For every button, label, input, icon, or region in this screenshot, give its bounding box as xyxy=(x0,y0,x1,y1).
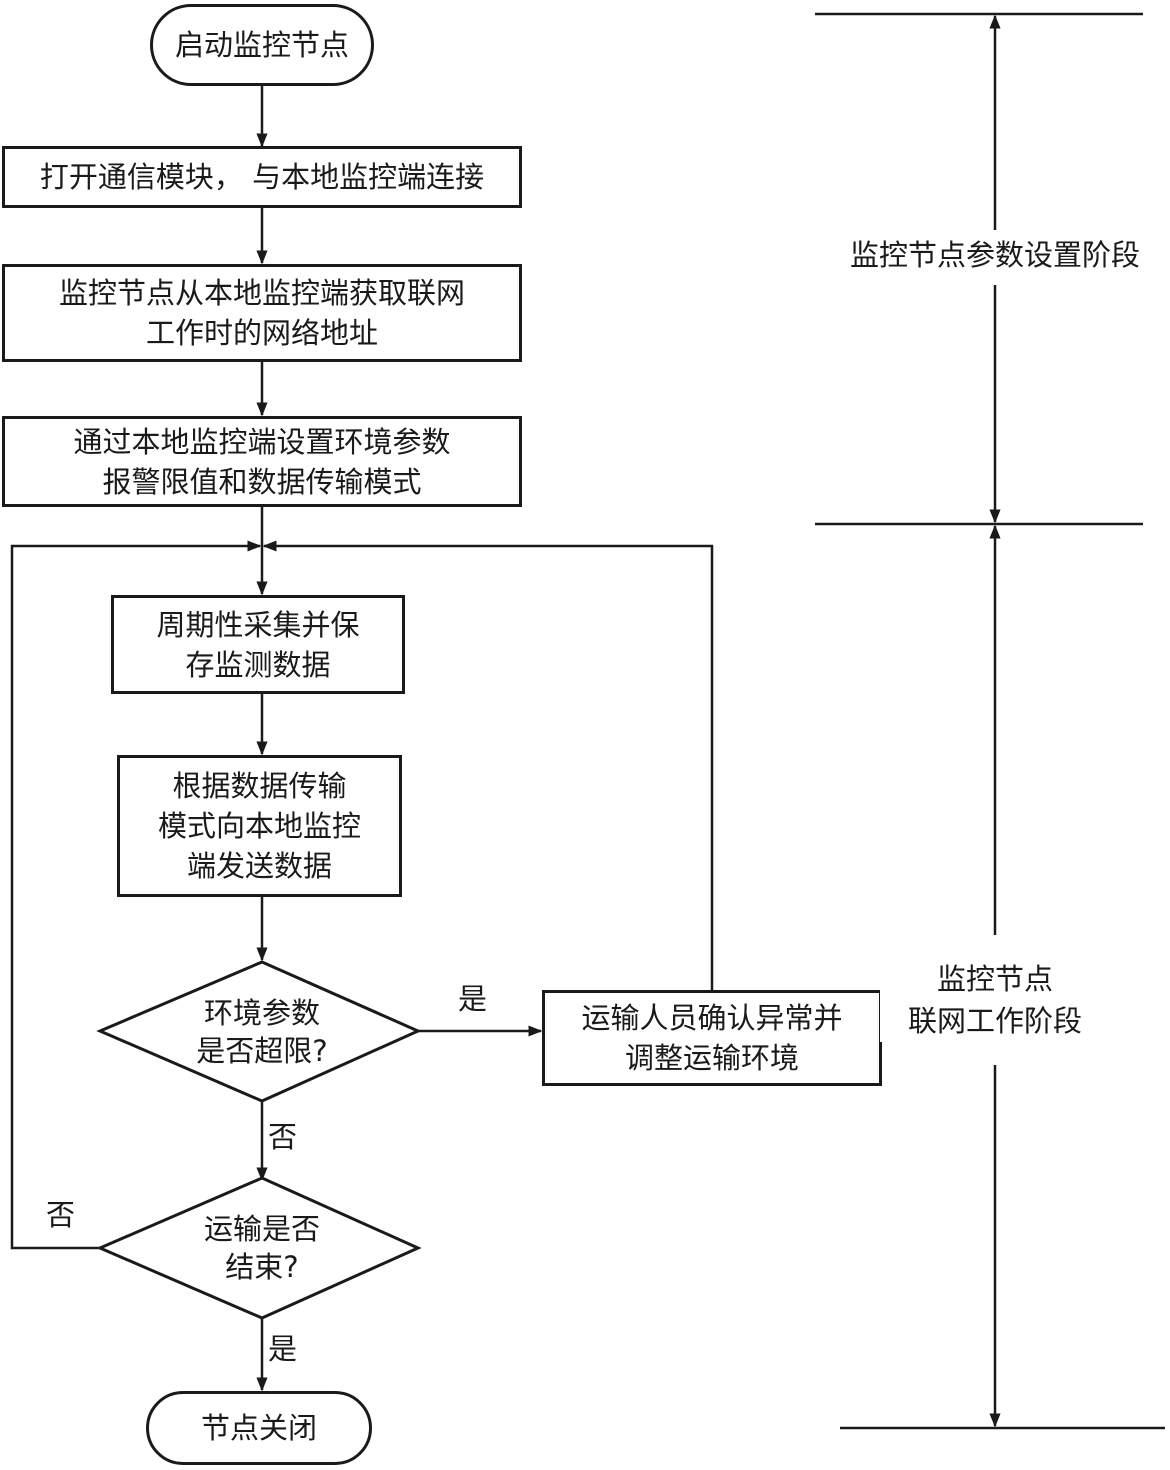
decision-transport-finished: 运输是否 结束? xyxy=(203,1212,320,1284)
label-decision1-yes: 是 xyxy=(458,982,488,1016)
stage-label-network: 监控节点 联网工作阶段 xyxy=(880,958,1110,1042)
label-decision2-no: 否 xyxy=(46,1198,76,1232)
step-open-comm-module: 打开通信模块， 与本地监控端连接 xyxy=(2,146,522,208)
start-node: 启动监控节点 xyxy=(150,4,374,86)
step-confirm-and-adjust: 运输人员确认异常并 调整运输环境 xyxy=(542,990,882,1086)
step-collect-data: 周期性采集并保 存监测数据 xyxy=(111,595,405,694)
step-send-data: 根据数据传输 模式向本地监控 端发送数据 xyxy=(117,755,402,897)
edge-action-loop-back xyxy=(262,540,714,990)
label-decision1-no: 否 xyxy=(268,1120,298,1154)
label-decision2-yes: 是 xyxy=(268,1332,298,1366)
step-get-network-address: 监控节点从本地监控端获取联网 工作时的网络地址 xyxy=(2,264,522,362)
decision-shape-transport-end xyxy=(96,1176,422,1320)
decision-threshold-exceeded: 环境参数 是否超限? xyxy=(196,996,328,1068)
step-set-env-parameters: 通过本地监控端设置环境参数 报警限值和数据传输模式 xyxy=(2,416,522,507)
stage-label-setup: 监控节点参数设置阶段 xyxy=(830,234,1160,276)
edge-decision2-no-loop-back xyxy=(10,540,262,1250)
decision-shape-threshold xyxy=(96,960,422,1103)
end-node: 节点关闭 xyxy=(146,1391,372,1465)
